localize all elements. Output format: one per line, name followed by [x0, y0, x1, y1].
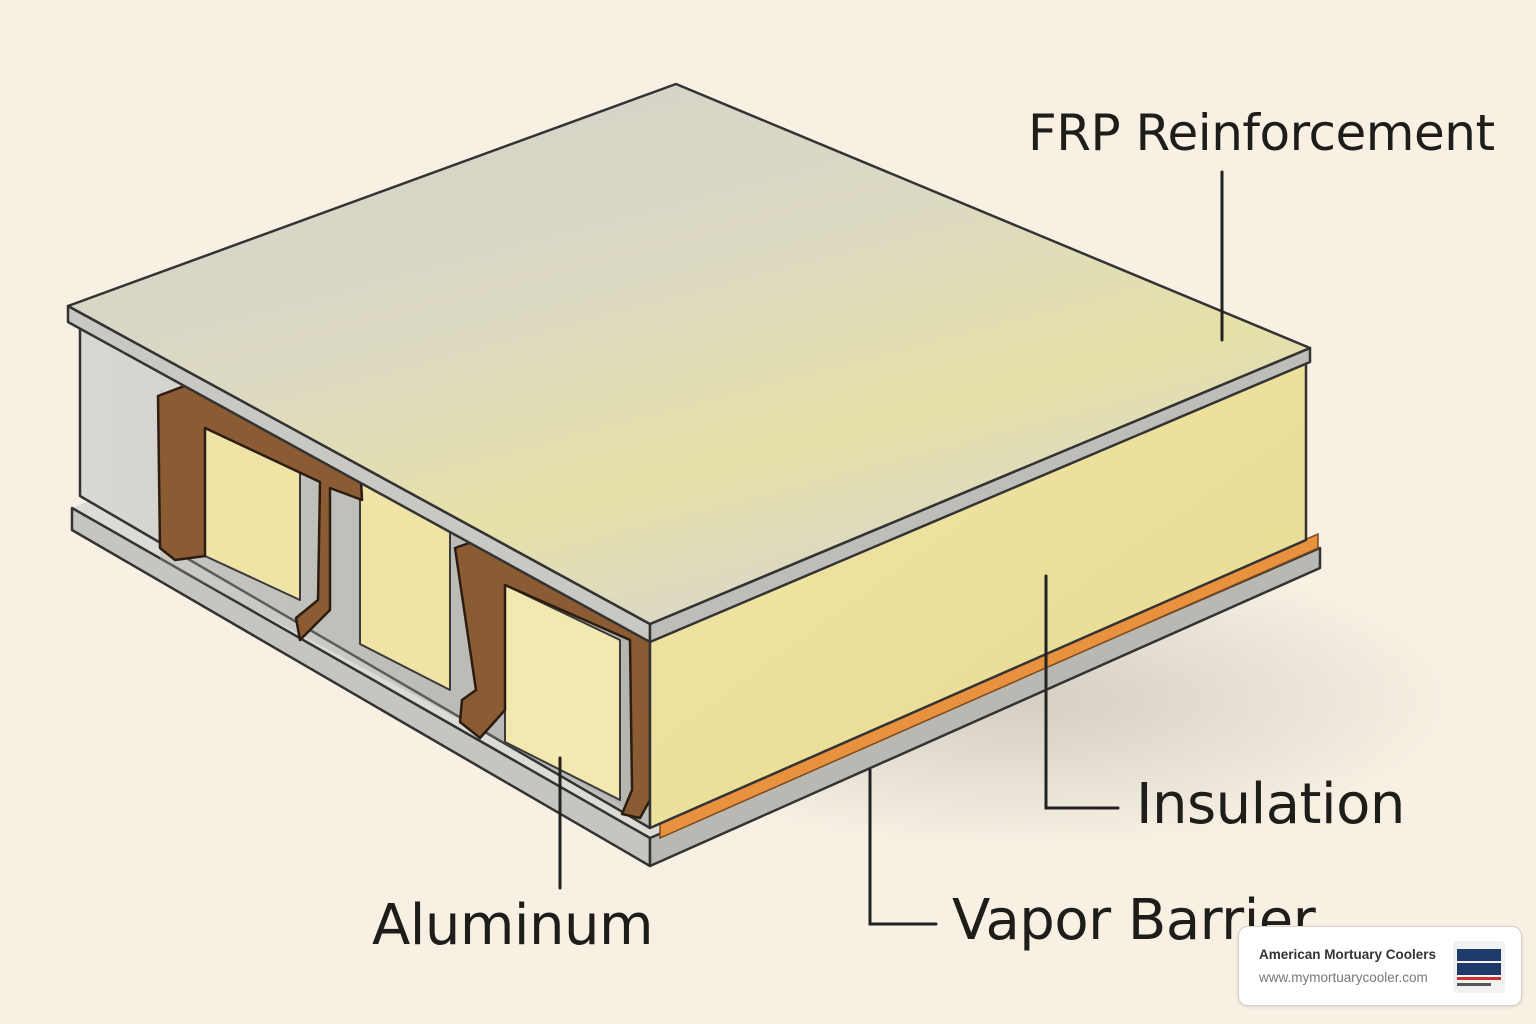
- leader-lines: [558, 170, 1224, 926]
- vapor-barrier-leader-line: [868, 768, 938, 926]
- frp-reinforcement-label: FRP Reinforcement: [1028, 104, 1495, 162]
- top-plate: [66, 82, 1312, 644]
- watermark-company: American Mortuary Coolers: [1259, 947, 1437, 962]
- company-logo-icon: [1453, 941, 1505, 993]
- watermark-card[interactable]: American Mortuary Coolers www.mymortuary…: [1238, 926, 1522, 1006]
- aluminum-label: Aluminum: [372, 893, 654, 958]
- insulation-leader-line: [1044, 574, 1120, 810]
- insulation-label: Insulation: [1136, 772, 1405, 837]
- watermark-url: www.mymortuarycooler.com: [1259, 970, 1428, 985]
